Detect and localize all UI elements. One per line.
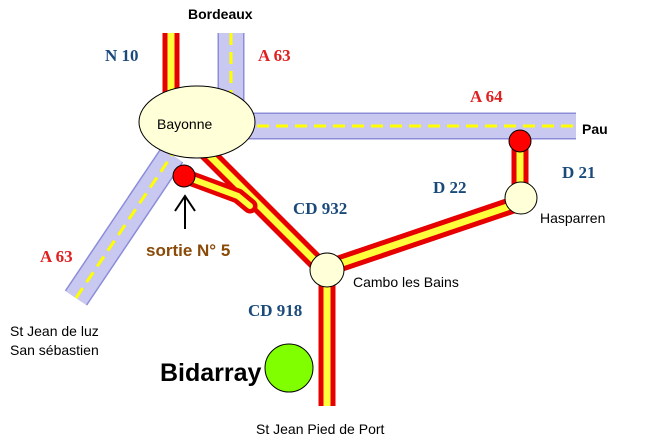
arrow-up-icon [174,194,196,229]
route-label-a64: A 64 [470,87,503,106]
destination-label-pau: Pau [582,121,608,137]
route-label-d21: D 21 [562,163,596,182]
road-cd932 [318,194,528,277]
route-label-a63-south: A 63 [40,247,73,266]
junction-marker-pau [508,129,532,153]
exit-marker-sortie-5 [172,164,196,188]
town-circle-hasparren [504,181,538,215]
route-label-d22: D 22 [433,178,467,197]
town-label-bayonne: Bayonne [157,116,212,132]
destination-label-st-jean-pied-de-port: St Jean Pied de Port [256,421,385,437]
route-label-n10: N 10 [105,46,139,65]
route-label-cd932: CD 932 [293,199,347,218]
destination-label-san-sebastian: San sébastien [10,342,99,358]
destination-circle-bidarray [264,343,314,393]
town-label-hasparren: Hasparren [540,210,605,226]
destination-label-bordeaux: Bordeaux [188,6,253,22]
road-exit-link [176,168,258,214]
town-label-bidarray: Bidarray [160,359,262,387]
route-label-a63-north: A 63 [258,46,291,65]
route-label-cd918: CD 918 [248,301,302,320]
town-circle-cambo [309,252,345,288]
exit-label: sortie N° 5 [146,241,230,260]
destination-label-st-jean-de-luz: St Jean de luz [10,323,99,339]
town-label-cambo: Cambo les Bains [353,274,459,290]
town-circle-bayonne [138,85,256,159]
motorway-a63-south [64,147,184,306]
road-bayonne-cambo [191,137,331,277]
